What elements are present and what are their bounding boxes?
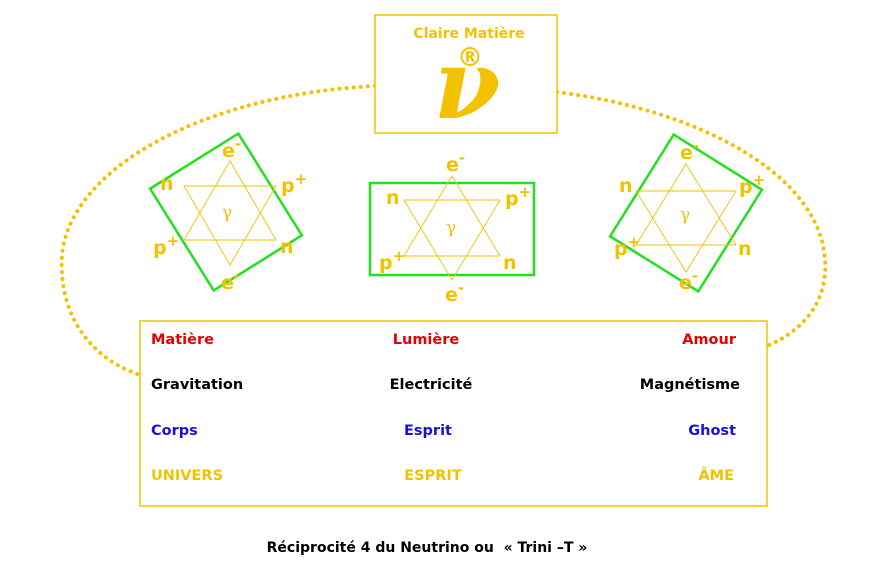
- logo-box: Claire Matière ® ν: [374, 14, 558, 141]
- electron-label: e-: [679, 267, 698, 294]
- proton-label: p+: [379, 247, 405, 274]
- brand-name: Claire Matière: [413, 26, 524, 42]
- table-cell-left: Corps: [151, 423, 198, 439]
- hexagram-center-frame: [368, 181, 536, 277]
- star-triangle-up: [635, 163, 737, 246]
- concept-table-row: Gravitation Electricité Magnétisme: [151, 377, 740, 393]
- gamma-label: γ: [222, 203, 232, 223]
- gamma-label: γ: [446, 218, 456, 238]
- hexagram-frame: [148, 131, 304, 293]
- hexagram-right-star: [635, 163, 737, 273]
- hexagram-center-labels: e- n p+ γ p+ n e-: [379, 149, 531, 306]
- concept-table-row: Corps Esprit Ghost: [151, 423, 736, 439]
- neutron-label: n: [503, 252, 517, 274]
- electron-label: e-: [446, 149, 465, 176]
- concept-table-frame: [139, 320, 768, 507]
- table-cell-right: Amour: [682, 332, 737, 348]
- hexagram-left: [148, 131, 304, 293]
- electron-label: e-: [222, 135, 241, 162]
- proton-label: p+: [614, 233, 640, 260]
- table-cell-right: Ghost: [688, 423, 736, 439]
- table-cell-left: Gravitation: [151, 377, 243, 393]
- hexagram-frame: [608, 132, 764, 294]
- table-cell-center: Esprit: [404, 423, 452, 439]
- dotted-orbit-right: [555, 90, 828, 348]
- table-cell-left: UNIVERS: [151, 468, 223, 484]
- gamma-label: γ: [680, 205, 690, 225]
- table-cell-center: Electricité: [390, 377, 473, 393]
- table-cell-center: ESPRIT: [404, 468, 462, 484]
- hexagram-right-labels: e- n p+ γ p+ n e-: [614, 137, 765, 294]
- hexagram-left-star: [183, 160, 277, 266]
- electron-label: e-: [445, 279, 464, 306]
- neutron-label: n: [738, 238, 752, 260]
- neutron-label: n: [160, 173, 174, 195]
- electron-label: e-: [221, 267, 240, 294]
- hexagram-center-star: [403, 175, 501, 281]
- diagram-caption: Réciprocité 4 du Neutrino ou « Trini –T …: [267, 540, 588, 556]
- electron-label: e-: [680, 137, 699, 164]
- hexagram-right: [608, 132, 764, 294]
- table-cell-center: Lumière: [393, 332, 460, 348]
- star-triangle-down: [403, 199, 501, 281]
- concept-table-row: UNIVERS ESPRIT ÂME: [151, 467, 734, 484]
- concept-table-row: Matière Lumière Amour: [151, 332, 737, 348]
- table-cell-left: Matière: [151, 332, 214, 348]
- neutron-label: n: [619, 175, 633, 197]
- proton-label: p+: [739, 171, 765, 198]
- neutron-label: n: [280, 236, 294, 258]
- star-triangle-down: [635, 190, 737, 273]
- star-triangle-down: [183, 185, 277, 266]
- star-triangle-up: [183, 160, 277, 241]
- proton-label: p+: [281, 170, 307, 197]
- proton-label: p+: [153, 232, 179, 259]
- star-triangle-up: [403, 175, 501, 257]
- table-cell-right: ÂME: [698, 467, 734, 484]
- dotted-orbit: [59, 84, 377, 377]
- neutrino-symbol: ν: [434, 28, 501, 141]
- hexagram-left-labels: e- n p+ γ p+ n e-: [153, 135, 307, 294]
- proton-label: p+: [505, 183, 531, 210]
- table-cell-right: Magnétisme: [640, 377, 740, 393]
- neutron-label: n: [386, 187, 400, 209]
- registered-mark-icon: ®: [457, 43, 483, 73]
